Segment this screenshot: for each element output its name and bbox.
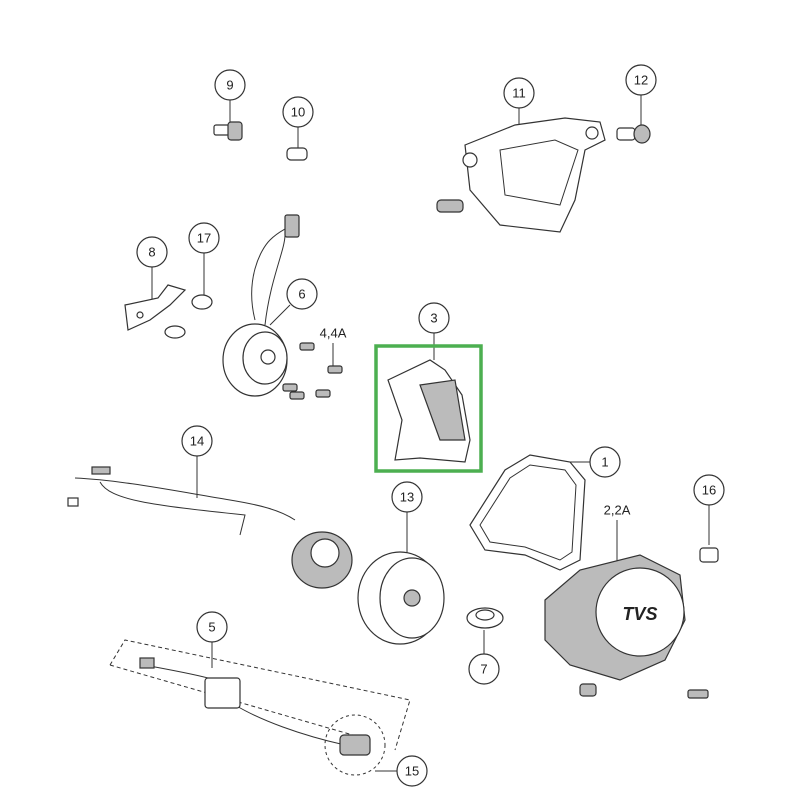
callout-10: 10	[282, 96, 314, 128]
flywheel-13	[357, 551, 445, 645]
highlight-box	[374, 344, 483, 473]
callout-8: 8	[136, 236, 168, 268]
svg-text:10: 10	[291, 105, 305, 120]
callout-3: 3	[418, 302, 450, 334]
bracket-11	[436, 117, 606, 233]
svg-text:16: 16	[702, 483, 716, 498]
callout-11: 11	[503, 77, 535, 109]
callout-14: 14	[181, 425, 213, 457]
svg-text:5: 5	[208, 620, 215, 635]
callout-1: 1	[589, 446, 621, 478]
svg-text:9: 9	[226, 78, 233, 93]
callout-2-2a: 2,2A	[604, 503, 631, 518]
callout-16: 16	[693, 474, 725, 506]
dowel-16	[699, 547, 719, 563]
generator-cover-2: TVS	[544, 554, 709, 699]
screws-4	[282, 342, 343, 400]
bolt-12	[616, 124, 651, 144]
bolt-9	[213, 121, 243, 141]
svg-text:6: 6	[298, 287, 305, 302]
gasket-1	[469, 454, 586, 571]
bracket-8	[124, 284, 187, 331]
callout-15: 15	[396, 755, 428, 787]
collar-7	[466, 607, 504, 629]
wire-harness-14	[67, 466, 353, 589]
svg-text:7: 7	[480, 662, 487, 677]
clip-17	[164, 294, 213, 339]
svg-text:17: 17	[197, 231, 211, 246]
callout-4-4a: 4,4A	[320, 326, 347, 341]
callout-7: 7	[468, 653, 500, 685]
leader-lines	[151, 95, 710, 772]
callout-6: 6	[286, 278, 318, 310]
svg-text:14: 14	[190, 434, 204, 449]
callout-12: 12	[625, 64, 657, 96]
callout-17: 17	[188, 222, 220, 254]
callout-13: 13	[391, 481, 423, 513]
svg-text:1: 1	[601, 455, 608, 470]
ignition-coil-5	[109, 639, 411, 776]
svg-text:8: 8	[148, 245, 155, 260]
svg-text:13: 13	[400, 490, 414, 505]
plug-10	[286, 147, 308, 161]
cover-3	[387, 359, 471, 463]
svg-text:3: 3	[430, 311, 437, 326]
svg-text:12: 12	[634, 73, 648, 88]
callout-9: 9	[214, 69, 246, 101]
pickup-coil-6	[222, 214, 300, 397]
svg-text:15: 15	[405, 764, 419, 779]
svg-text:11: 11	[512, 86, 526, 101]
tvs-logo: TVS	[622, 604, 657, 624]
callout-5: 5	[196, 611, 228, 643]
